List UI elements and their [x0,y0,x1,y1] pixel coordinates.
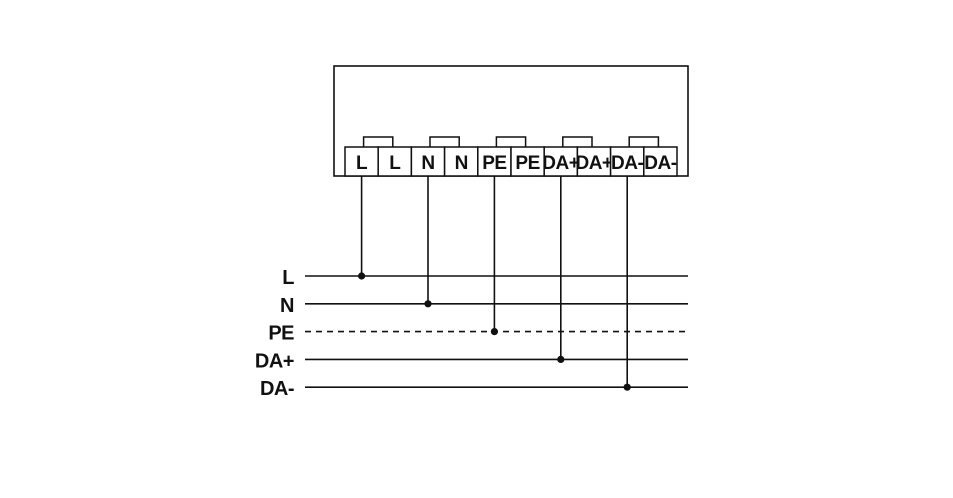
bus-label: N [280,295,294,317]
terminal-box [643,146,678,177]
jumper-bracket [562,136,593,147]
terminal-label: L [389,153,401,174]
bus-label: DA- [260,378,294,400]
terminal-box [510,146,545,177]
jumper-group [362,136,660,147]
jumper-bracket [362,136,394,147]
junction-dot [490,328,498,336]
junction-dot [358,272,366,280]
terminal-box [609,146,645,177]
terminal-box [543,146,579,177]
terminal-label: N [421,153,434,174]
terminal-box [443,146,479,177]
terminal-label: DA+ [575,153,612,174]
bus-label: PE [268,323,294,345]
drop-wires [358,176,631,391]
terminal-label: PE [515,153,539,174]
bus-label: L [282,267,294,289]
terminal-box [377,146,413,177]
junction-dot [623,383,631,391]
terminal-label: DA- [644,153,676,174]
terminal-label: N [455,153,468,174]
junction-dot [557,355,565,363]
junction-dot [424,300,432,308]
bus-label: DA+ [255,350,294,372]
terminal-box [576,146,612,177]
bus-lines: LN PE DA+ DA- [255,267,688,400]
terminal-label: DA- [611,153,643,174]
terminal-label: L [356,153,368,174]
terminal-label: DA+ [542,153,579,174]
jumper-bracket [628,136,660,147]
terminal-label: PE [482,153,506,174]
jumper-bracket [429,136,460,147]
jumper-bracket [495,136,527,147]
